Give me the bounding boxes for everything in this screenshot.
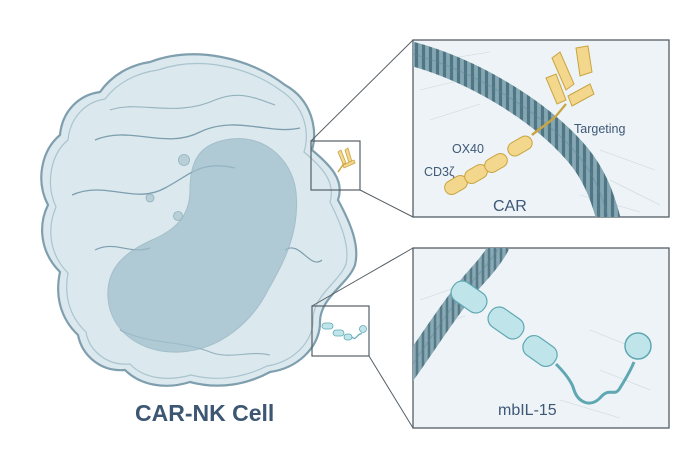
- transmembrane-domain: [507, 135, 533, 157]
- er-line: [94, 124, 301, 141]
- zoom-connectors: [310, 39, 414, 429]
- mbil15-label: mbIL-15: [498, 402, 557, 419]
- cell-inner-membrane: [49, 63, 348, 379]
- car-callout-box: [310, 140, 361, 191]
- vesicle: [173, 211, 183, 221]
- nucleus: [107, 138, 298, 353]
- il15-domain: [522, 334, 558, 368]
- ox40-label: OX40: [452, 142, 484, 156]
- cell-title: CAR-NK Cell: [135, 400, 275, 426]
- car-construct: [444, 45, 595, 195]
- targeting-label: Targeting: [574, 122, 626, 136]
- nk-cell: [40, 53, 358, 387]
- car-panel: [412, 39, 670, 218]
- er-line: [284, 247, 323, 263]
- ox40-domain: [484, 153, 508, 173]
- il15-construct: [450, 280, 652, 405]
- targeting-domain: [551, 51, 575, 91]
- il15-cytokine: [624, 332, 652, 360]
- vesicle: [178, 154, 190, 166]
- cd3z-label: CD3ζ: [424, 165, 455, 179]
- il15-domain: [450, 280, 488, 314]
- car-label: CAR: [493, 198, 527, 215]
- il15-linker: [554, 361, 636, 405]
- targeting-domain: [545, 73, 567, 105]
- vesicle: [145, 193, 155, 203]
- il15-domain: [487, 306, 525, 340]
- il15-callout-box: [311, 305, 370, 357]
- er-line: [109, 94, 276, 111]
- il15-panel: [412, 247, 670, 429]
- targeting-domain: [575, 45, 593, 77]
- targeting-domain: [567, 83, 595, 107]
